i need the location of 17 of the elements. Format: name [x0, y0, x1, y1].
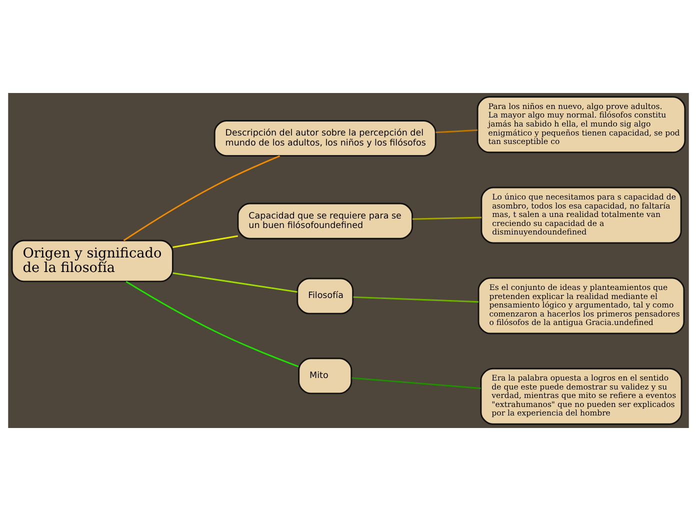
node-box: Capacidad que se requiere para se un buen filósofoundefined	[237, 202, 414, 239]
node-box: Mito	[298, 357, 352, 394]
connector	[436, 128, 478, 133]
connector	[172, 234, 238, 248]
connector	[353, 296, 478, 302]
connector	[123, 154, 280, 241]
connector	[352, 376, 481, 389]
connector	[412, 216, 482, 220]
node-box: Para los niños en nuevo, algo prove adultos. La mayor algo muy normal. filósofos constitu jamás ha sabido h ella, el mundo sig algo enigmático y pequeños tienen capacidad, se pod tan susceptible co	[476, 96, 686, 153]
node-box: Es el conjunto de ideas y planteamientos que pretenden explicar la realidad mediante el pensamiento lógico y argumentado, tal y como comenzaron a hacerlos los primeros pensadores o filósofos de la antigua Gracia.undefined	[478, 276, 685, 334]
connector	[172, 272, 298, 292]
node-box: Descripción del autor sobre la percepción del mundo de los adultos, los niños y los filósofos	[214, 120, 436, 156]
node-box: Era la palabra opuesta a logros en el sentido de que este puede demostrar su validez y su verdad, mientras que mito se refiere a eventos "extrahumanos" que no pueden ser explicados por la experiencia del hombre	[480, 367, 682, 424]
connector	[126, 280, 299, 367]
node-box: Origen y significado de la filosofía	[11, 239, 174, 282]
node-box: Lo único que necesitamos para s capacidad de asombro, todos los esa capacidad, no faltaría mas, t salen a una realidad totalmente van creciendo su capacidad de a disminuyendoundefined	[480, 186, 682, 244]
node-box: Filosofía	[296, 277, 354, 314]
